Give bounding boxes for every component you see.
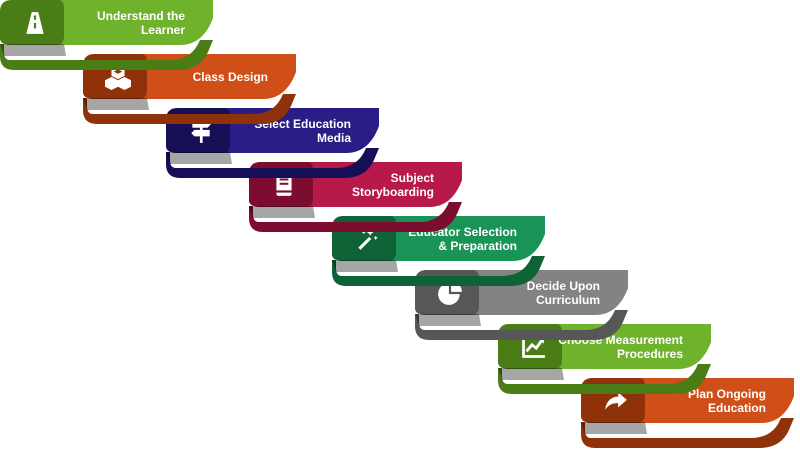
step-label-line2: Storyboarding — [351, 184, 434, 199]
step-label: Subject Storyboarding — [294, 162, 434, 207]
road-icon — [0, 0, 70, 45]
step-label-line1: Class Design — [192, 69, 268, 84]
step-label-line2: Learner — [140, 22, 185, 37]
step-label-line2: Media — [316, 130, 351, 145]
book-icon — [249, 162, 319, 207]
step-label-line2: Procedures — [616, 346, 683, 361]
step-label-line2: & Preparation — [438, 238, 517, 253]
process-step: Subject Storyboarding — [249, 162, 462, 232]
step-label-line2: Education — [707, 400, 766, 415]
share-arrow-icon — [581, 378, 651, 423]
step-label-line1: Understand the — [96, 8, 185, 23]
step-label-line1: Plan Ongoing — [688, 386, 766, 401]
step-label-line2: Curriculum — [535, 292, 600, 307]
step-label: Understand the Learner — [45, 0, 185, 45]
step-label: Decide Upon Curriculum — [460, 270, 600, 315]
step-label-line1: Subject — [390, 170, 434, 185]
step-label: Plan Ongoing Education — [626, 378, 766, 423]
step-label-line1: Decide Upon — [526, 278, 600, 293]
step-label: Class Design — [128, 54, 268, 99]
process-step: Understand the Learner — [0, 0, 213, 70]
